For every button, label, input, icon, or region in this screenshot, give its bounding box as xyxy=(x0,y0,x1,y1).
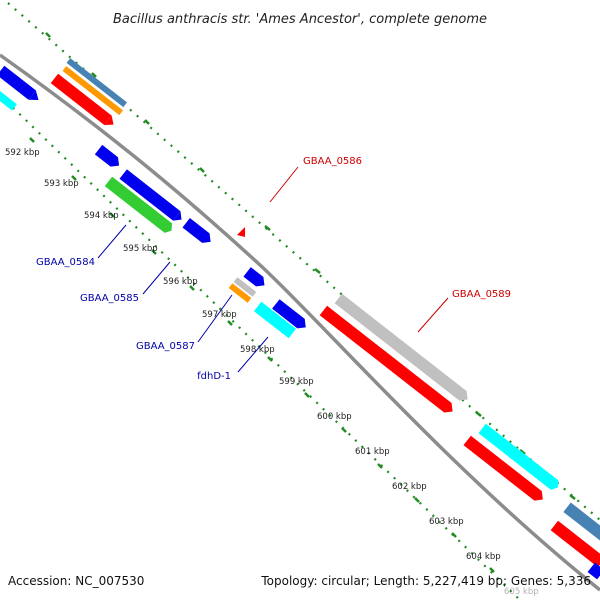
feature-red-right[interactable] xyxy=(463,435,546,505)
tick-labels: 592 kbp 593 kbp 594 kbp 595 kbp 596 kbp 597 k… xyxy=(5,148,539,597)
feature-topleft-steel[interactable] xyxy=(66,58,128,108)
feature-topleft-red[interactable] xyxy=(50,73,117,130)
tick-label: 601 kbp xyxy=(355,447,390,457)
feature-topleft-cyan[interactable] xyxy=(0,88,17,111)
tick-label: 605 kbp xyxy=(504,587,539,597)
feature-topleft-blue[interactable] xyxy=(0,65,42,105)
feature-grey-small[interactable] xyxy=(233,277,257,297)
inner-track-ticks xyxy=(29,137,495,573)
tick-label: 603 kbp xyxy=(429,517,464,527)
label-gbaa-0584[interactable]: GBAA_0584 xyxy=(36,257,95,268)
topology-text: Topology: circular; Length: 5,227,419 bp… xyxy=(260,574,591,588)
tick-label: 592 kbp xyxy=(5,148,40,158)
label-gbaa-0589[interactable]: GBAA_0589 xyxy=(452,289,511,300)
feature-blue-bottomright[interactable] xyxy=(587,562,600,580)
feature-red-gbaa0589[interactable] xyxy=(319,305,457,416)
feature-blue-long[interactable] xyxy=(119,169,186,224)
tick-label: 597 kbp xyxy=(202,310,237,320)
feature-cyan-right[interactable] xyxy=(478,423,561,493)
label-gbaa-0586[interactable]: GBAA_0586 xyxy=(303,156,362,167)
feature-blue-gbaa0587[interactable] xyxy=(243,267,268,290)
feature-topleft-orange[interactable] xyxy=(62,66,124,116)
feature-cyan-fdhd1[interactable] xyxy=(253,301,297,339)
tick-label: 600 kbp xyxy=(317,412,352,422)
genome-backbone xyxy=(0,53,600,592)
label-gbaa-0587[interactable]: GBAA_0587 xyxy=(136,341,195,352)
tick-label: 602 kbp xyxy=(392,482,427,492)
tick-label: 596 kbp xyxy=(163,277,198,287)
tick-label: 595 kbp xyxy=(123,244,158,254)
feature-grey-gbaa0589[interactable] xyxy=(334,293,472,404)
label-leaders xyxy=(97,166,449,373)
label-gbaa-0585[interactable]: GBAA_0585 xyxy=(80,293,139,304)
feature-blue-small[interactable] xyxy=(94,144,123,170)
feature-steel-bottomright[interactable] xyxy=(563,502,600,542)
tick-label: 593 kbp xyxy=(44,179,79,189)
accession-text: Accession: NC_007530 xyxy=(8,574,144,588)
tick-label: 594 kbp xyxy=(84,211,119,221)
feature-red-gbaa0586-marker[interactable] xyxy=(237,227,245,237)
feature-red-bottomright[interactable] xyxy=(550,520,600,568)
outer-track-ticks xyxy=(45,32,576,500)
inner-dotted-track xyxy=(0,94,521,600)
map-title: Bacillus anthracis str. 'Ames Ancestor',… xyxy=(113,12,487,27)
feature-orange-small[interactable] xyxy=(228,283,252,303)
label-fdhd-1[interactable]: fdhD-1 xyxy=(197,371,231,382)
feature-blue-gbaa0585[interactable] xyxy=(182,218,214,247)
feature-blue-fdhd1[interactable] xyxy=(272,299,309,332)
tick-label: 599 kbp xyxy=(279,377,314,387)
tick-label: 604 kbp xyxy=(466,552,501,562)
feature-green-gbaa0584[interactable] xyxy=(104,176,175,236)
